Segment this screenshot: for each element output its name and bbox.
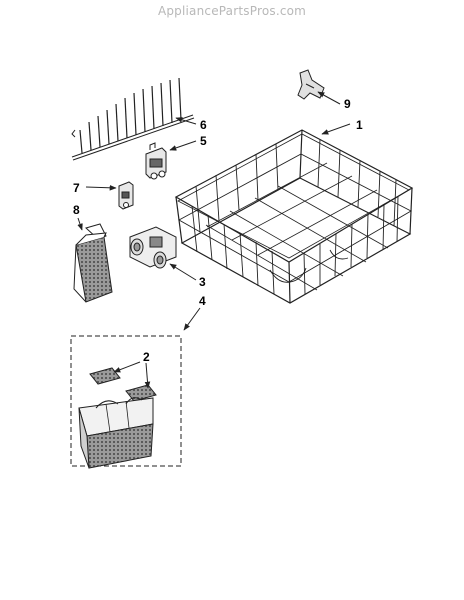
callout-8: 8 <box>73 203 80 217</box>
callout-7: 7 <box>73 181 80 195</box>
silverware-basket-part <box>78 397 154 469</box>
watermark: AppliancePartsPros.com <box>157 4 307 18</box>
leader-lines <box>77 91 351 389</box>
callout-9: 9 <box>344 97 351 111</box>
callout-2: 2 <box>143 350 150 364</box>
roller-clip-part <box>145 142 167 180</box>
rack-clip-part <box>118 181 134 210</box>
basket-lid-part <box>89 367 157 402</box>
callout-5: 5 <box>200 134 207 148</box>
wheel-assembly-part <box>129 226 177 269</box>
callout-4: 4 <box>199 294 206 308</box>
tine-row-part <box>71 77 195 161</box>
hanging-basket-part <box>73 223 113 303</box>
callout-3: 3 <box>199 275 206 289</box>
lower-dishrack-part <box>174 129 414 304</box>
rack-bracket-part <box>297 69 325 100</box>
callout-6: 6 <box>200 118 207 132</box>
callout-1: 1 <box>356 118 363 132</box>
